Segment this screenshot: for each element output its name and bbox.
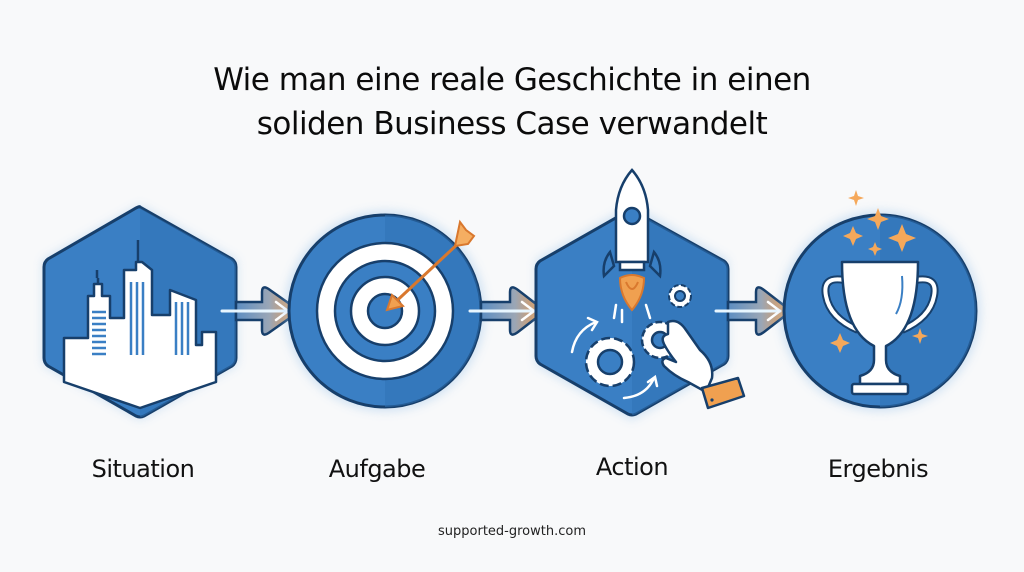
window-lines: [92, 282, 190, 356]
step-ergebnis: [780, 190, 980, 411]
step-label-aufgabe: Aufgabe: [328, 455, 426, 483]
sparkles: [830, 190, 928, 353]
target-arrow-icon: [315, 219, 476, 381]
rocket-gears-hand-icon: [570, 168, 746, 410]
step-label-ergebnis: Ergebnis: [827, 455, 929, 483]
step-action: [534, 168, 746, 420]
step-label-situation: Situation: [91, 455, 195, 483]
step-label-action: Action: [595, 453, 669, 481]
step-aufgabe: [285, 211, 485, 411]
city-skyline-icon: [62, 240, 218, 410]
page-title: Wie man eine reale Geschichte in einen s…: [0, 58, 1024, 146]
title-line-1: Wie man eine reale Geschichte in einen: [213, 62, 811, 98]
step-situation: [42, 205, 238, 420]
connector-arrow-2: [468, 286, 544, 336]
footer-site-link[interactable]: supported-growth.com: [438, 524, 586, 539]
trophy-sparkles-icon: [821, 190, 939, 396]
title-line-2: soliden Business Case verwandelt: [256, 106, 768, 142]
